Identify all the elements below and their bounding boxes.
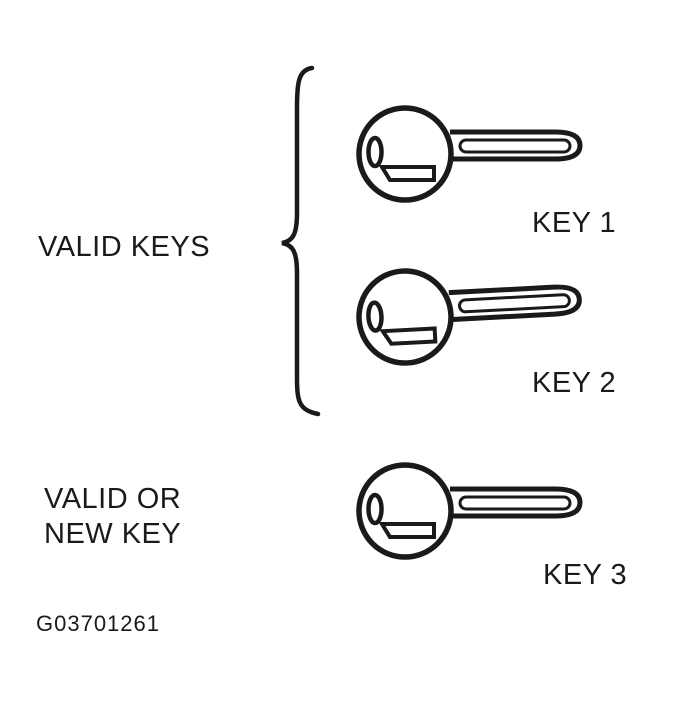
valid-keys-label: VALID KEYS <box>38 231 211 263</box>
key-1-label: KEY 1 <box>532 207 617 239</box>
valid-or-new-key-label: VALID OR NEW KEY <box>44 483 182 550</box>
key-3-label: KEY 3 <box>543 559 628 591</box>
key-2-label: KEY 2 <box>532 367 617 399</box>
key-3-icon <box>350 454 585 564</box>
figure-id-code: G03701261 <box>36 611 160 636</box>
key-2-icon <box>347 251 587 373</box>
key-1-icon <box>350 97 585 207</box>
left-curly-brace-icon <box>281 65 321 417</box>
